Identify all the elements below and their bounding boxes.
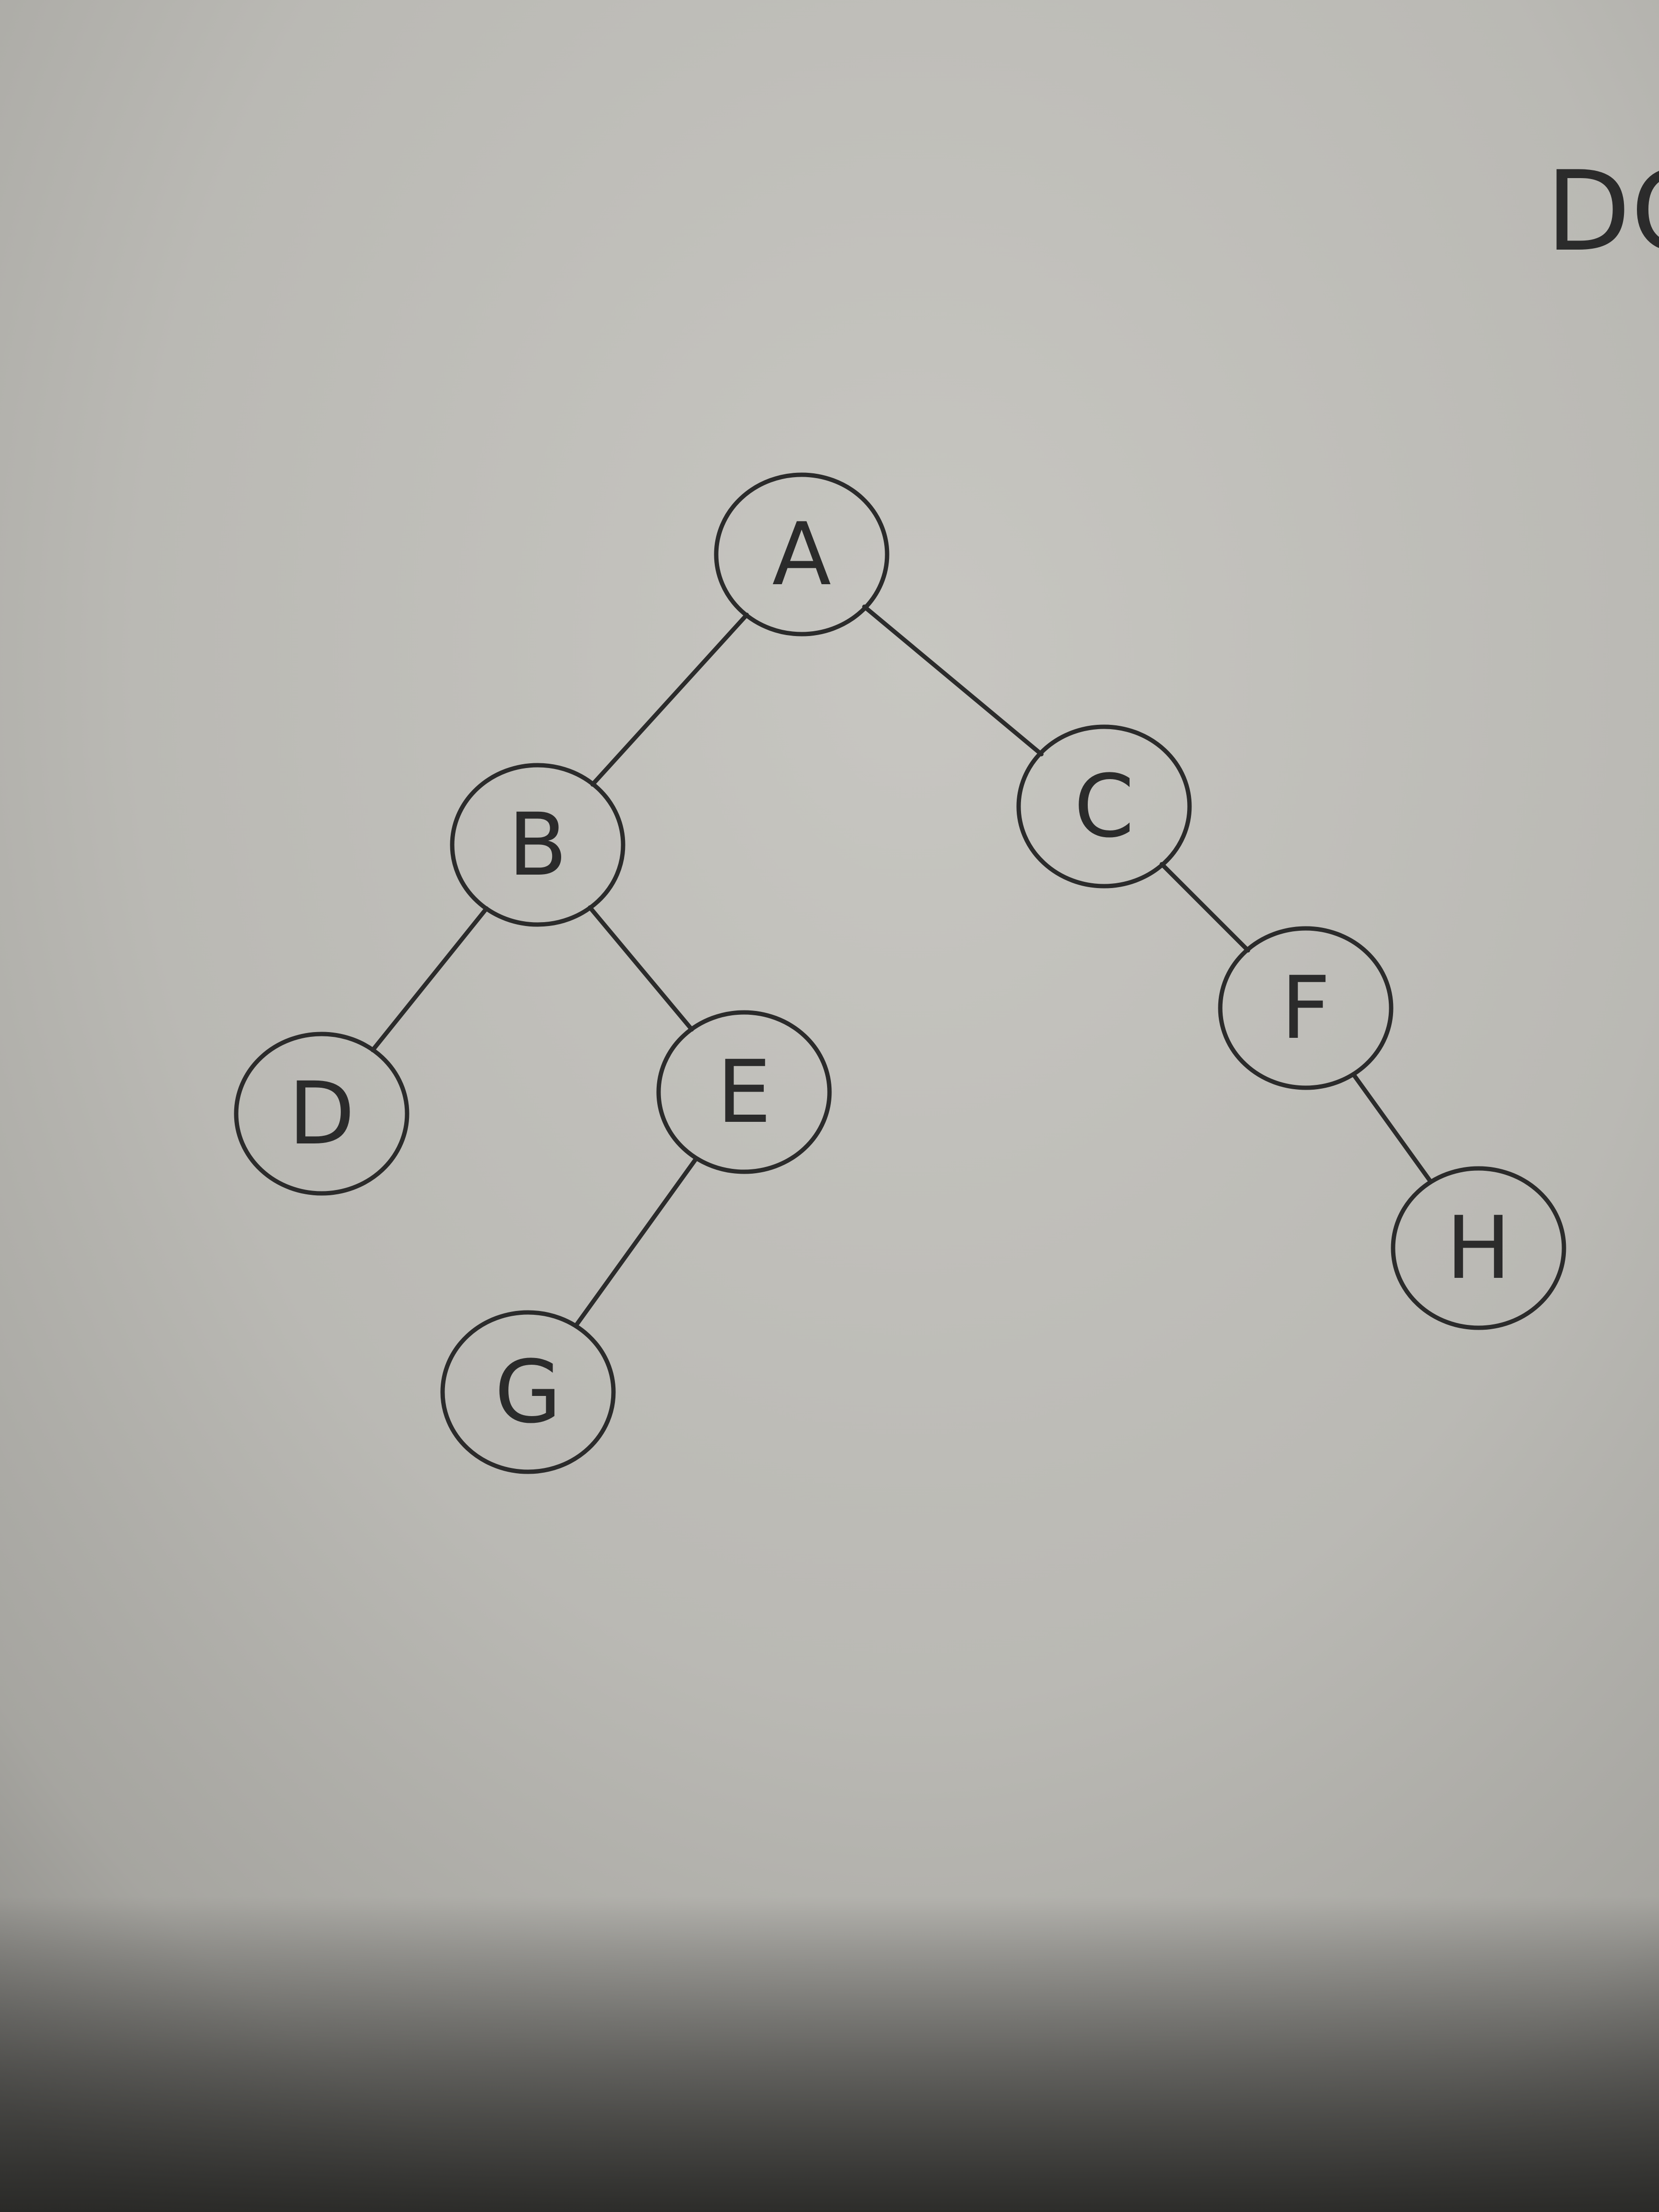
- edge-c-f: [1159, 862, 1250, 953]
- node-label: H: [1446, 1198, 1511, 1298]
- tree-node-c: C: [1016, 724, 1192, 889]
- node-label: E: [717, 1042, 771, 1142]
- node-label: G: [494, 1342, 561, 1443]
- edge-a-c: [862, 604, 1044, 757]
- tree-node-f: F: [1218, 926, 1394, 1090]
- tree-node-h: H: [1391, 1166, 1566, 1330]
- node-circle: [656, 1010, 832, 1174]
- node-circle: [450, 763, 625, 927]
- tree-node-a: A: [714, 472, 890, 637]
- tree-node-d: D: [234, 1032, 409, 1196]
- edge-b-d: [370, 906, 489, 1052]
- node-label: D: [289, 1064, 355, 1164]
- node-circle: [1218, 926, 1394, 1090]
- node-circle: [234, 1032, 409, 1196]
- tree-node-g: G: [440, 1310, 616, 1474]
- node-label: C: [1074, 757, 1134, 857]
- node-circle: [440, 1310, 616, 1474]
- edge-a-b: [590, 613, 749, 787]
- tree-node-e: E: [656, 1010, 832, 1174]
- edge-b-e: [588, 905, 694, 1032]
- node-label: B: [508, 795, 567, 895]
- tree-node-b: B: [450, 763, 625, 927]
- tree-nodes: A B C D E F G H: [234, 472, 1566, 1474]
- bottom-shadow: [0, 1896, 1659, 2212]
- node-label: A: [772, 505, 831, 605]
- node-label: F: [1281, 958, 1331, 1058]
- node-circle: [1391, 1166, 1566, 1330]
- node-circle: [1016, 724, 1192, 889]
- tree-edges: [370, 604, 1433, 1328]
- node-circle: [714, 472, 890, 637]
- edge-f-h: [1351, 1072, 1433, 1184]
- edge-e-g: [573, 1156, 699, 1328]
- corner-text: DC: [1546, 148, 1659, 276]
